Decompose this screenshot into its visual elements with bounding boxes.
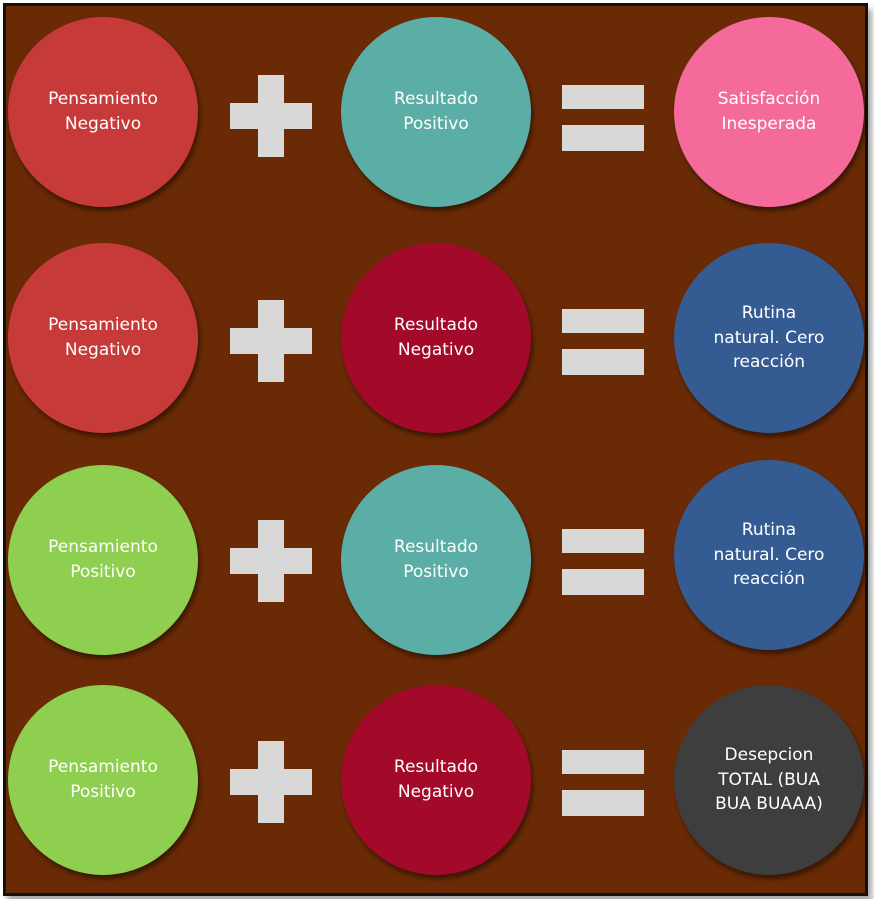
result-circle: Resultado Positivo (341, 465, 531, 655)
plus-icon (230, 520, 312, 602)
plus-icon (230, 300, 312, 382)
equation-row-3: Pensamiento Positivo Resultado Positivo … (0, 460, 874, 665)
outcome-circle: Satisfacción Inesperada (674, 17, 864, 207)
equation-row-4: Pensamiento Positivo Resultado Negativo … (0, 685, 874, 885)
result-circle: Resultado Negativo (341, 685, 531, 875)
equals-icon (562, 529, 644, 595)
equation-row-2: Pensamiento Negativo Resultado Negativo … (0, 243, 874, 443)
equation-row-1: Pensamiento Negativo Resultado Positivo … (0, 17, 874, 217)
outcome-circle: Rutina natural. Cero reacción (674, 460, 864, 650)
outcome-circle: Rutina natural. Cero reacción (674, 243, 864, 433)
thought-circle: Pensamiento Positivo (8, 465, 198, 655)
result-circle: Resultado Positivo (341, 17, 531, 207)
outcome-circle: Desepcion TOTAL (BUA BUA BUAAA) (674, 685, 864, 875)
equals-icon (562, 85, 644, 151)
thought-circle: Pensamiento Positivo (8, 685, 198, 875)
thought-circle: Pensamiento Negativo (8, 17, 198, 207)
plus-icon (230, 75, 312, 157)
thought-circle: Pensamiento Negativo (8, 243, 198, 433)
plus-icon (230, 741, 312, 823)
equals-icon (562, 309, 644, 375)
equals-icon (562, 750, 644, 816)
result-circle: Resultado Negativo (341, 243, 531, 433)
